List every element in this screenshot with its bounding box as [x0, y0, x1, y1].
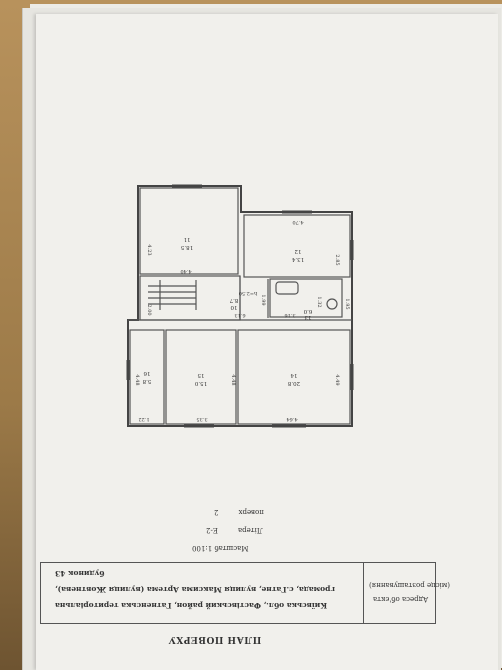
dim-4-48-b: 4.48 [134, 374, 140, 385]
address-label: Адреса об'єкта [373, 595, 429, 603]
room-10-number: 10 [230, 304, 237, 310]
dim-ceiling-height: h=2.50 [239, 290, 258, 296]
dim-1-99: 1.99 [260, 294, 266, 305]
scale-text: Масштаб 1:100 [192, 544, 249, 552]
dim-1-22: 1.22 [138, 416, 149, 422]
dim-3-35: 3.35 [196, 416, 207, 422]
room-15-area: 15.0 [194, 380, 207, 386]
plan-title: ПЛАН ПОВЕРХУ [168, 634, 262, 644]
room-13-area: 6.0 [303, 308, 312, 314]
dim-6-13: 6.13 [234, 312, 245, 318]
litera-value: Е-2 [206, 526, 218, 534]
litera-label: Літера [237, 526, 263, 534]
room-12-area: 13.4 [291, 256, 304, 262]
room-13-outline [269, 278, 343, 318]
dim-4-70: 4.70 [292, 219, 303, 225]
address-line-3: будинок 43 [55, 569, 105, 578]
room-15-outline [165, 329, 237, 425]
dim-4-48-a: 4.48 [230, 374, 236, 385]
dim-1-95: 1.95 [344, 298, 350, 309]
address-line-1: Київська обл., Фастівський район, Гатнен… [55, 601, 328, 610]
room-12-outline [243, 214, 351, 278]
dim-2-85: 2.85 [334, 254, 340, 265]
room-14-area: 20.8 [287, 380, 300, 386]
room-16-area: 5.8 [142, 378, 151, 384]
address-label-note: (місце розташування) [369, 581, 450, 589]
address-line-2: громада, с.Гатне, вулиця Максима Артема … [55, 585, 335, 594]
dim-4-64: 4.64 [286, 416, 297, 422]
room-10-area: 8.7 [229, 297, 238, 303]
litera-row: Літера Е-2 [206, 526, 263, 534]
dim-4-23: 4.23 [146, 244, 152, 255]
dim-1-32: 1.32 [316, 296, 322, 307]
document-sheet: 11 18.5 12 13.4 10 8.7 13 6.0 14 20.8 15… [36, 14, 498, 670]
room-16-number: 16 [143, 370, 150, 376]
address-stamp-box: будинок 43 громада, с.Гатне, вулиця Макс… [40, 562, 450, 624]
floor-label: поверх [238, 508, 264, 516]
floor-value: 2 [214, 508, 219, 516]
room-12-number: 12 [295, 248, 302, 254]
room-14-number: 14 [290, 372, 297, 378]
dim-2-00: 2.00 [146, 304, 152, 315]
floor-label-row: поверх 2 [214, 508, 264, 516]
room-11-outline [139, 187, 239, 275]
room-16-outline [129, 329, 165, 425]
floor-plan-drawing: 11 18.5 12 13.4 10 8.7 13 6.0 14 20.8 15… [126, 184, 354, 428]
room-13-number: 13 [304, 314, 311, 320]
dim-4-49: 4.49 [334, 374, 340, 385]
room-11-number: 11 [184, 236, 191, 242]
room-11-area: 18.5 [180, 244, 193, 250]
room-15-number: 15 [197, 372, 204, 378]
dim-4-40: 4.40 [180, 268, 191, 274]
dim-3-16: 3.16 [284, 312, 295, 318]
room-14-outline [237, 329, 351, 425]
